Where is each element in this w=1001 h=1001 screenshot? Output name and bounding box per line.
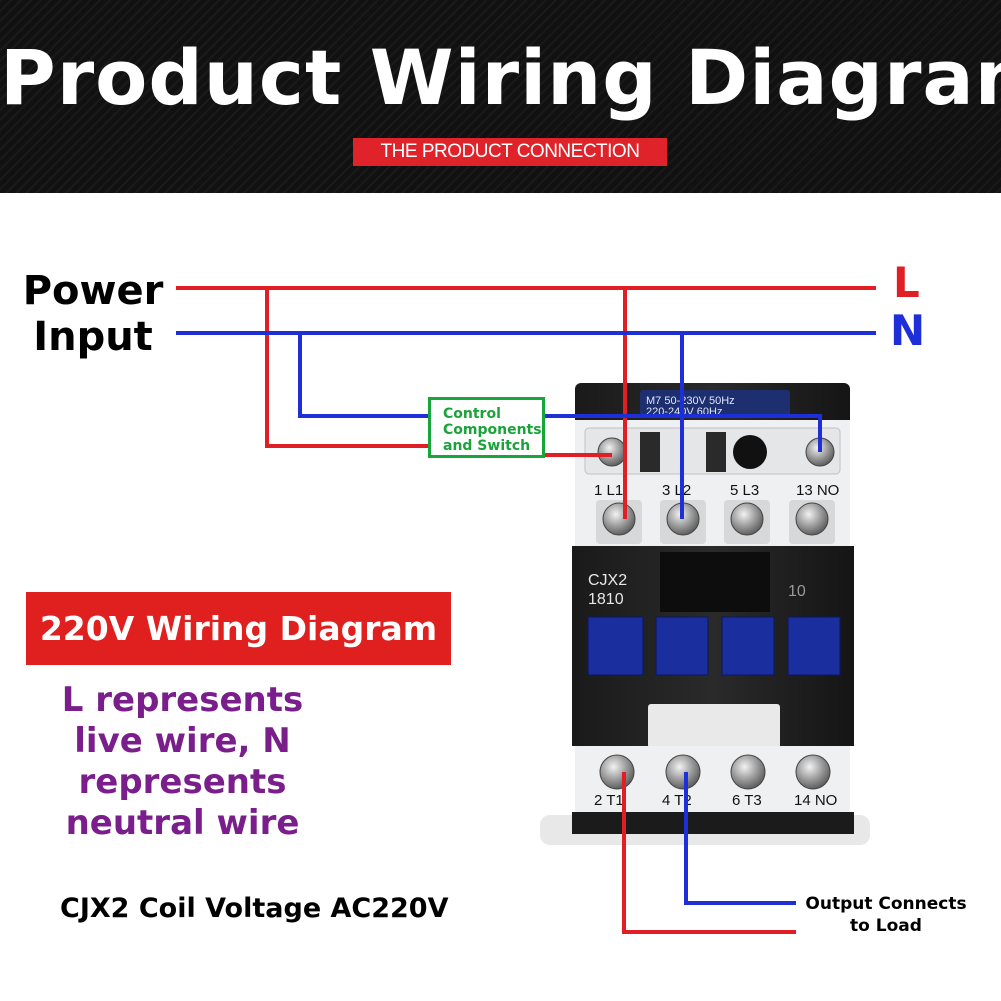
contactor: M7 50-230V 50Hz 220-240V 60Hz 1 L1 3 L2 … <box>540 383 870 845</box>
control-components-box: Control Components and Switch <box>428 397 545 458</box>
live-line-label: L <box>893 258 920 307</box>
model-number-line2: 1810 <box>588 591 624 608</box>
terminal-1-screw[interactable] <box>602 502 636 536</box>
neutral-line-label: N <box>890 306 926 355</box>
terminal-label-6: 6 T3 <box>732 792 762 809</box>
control-components-label: Control Components and Switch <box>443 406 542 454</box>
coil-nameplate <box>640 390 790 418</box>
terminal-2-screw[interactable] <box>599 754 635 790</box>
center-recess <box>660 552 770 612</box>
live-wire-to-control <box>265 288 430 448</box>
terminal-6-screw[interactable] <box>730 754 766 790</box>
terminal-label-3: 3 L2 <box>662 482 691 499</box>
header-subtitle: THE PRODUCT CONNECTION <box>353 138 667 166</box>
nameplate-text: M7 50-230V 50Hz <box>646 395 735 407</box>
wiring-diagram-banner: 220V Wiring Diagram <box>26 592 451 665</box>
wiring-diagram-banner-text: 220V Wiring Diagram <box>39 609 438 648</box>
output-live-wire <box>622 772 796 934</box>
blue-indicator-1 <box>587 616 644 676</box>
model-number-line1: CJX2 <box>588 572 627 589</box>
blue-indicator-3 <box>721 616 775 676</box>
top-slot <box>706 432 726 472</box>
top-slot <box>640 432 660 472</box>
output-load-label: Output Connects to Load <box>805 894 967 936</box>
terminal-5-screw[interactable] <box>730 502 764 536</box>
coil-voltage-label: CJX2 Coil Voltage AC220V <box>60 893 449 924</box>
blue-indicator-4 <box>787 616 841 676</box>
neutral-wire-to-coil-a2 <box>545 414 822 452</box>
terminal-label-5: 5 L3 <box>730 482 759 499</box>
power-input-label: Power Input <box>22 268 164 360</box>
terminal-14-screw[interactable] <box>795 754 831 790</box>
coil-terminal-a1-screw[interactable] <box>597 437 627 467</box>
blue-indicator-2 <box>655 616 709 676</box>
header-banner: Product Wiring Diagram THE PRODUCT CONNE… <box>0 0 1001 193</box>
contactor-base <box>572 812 854 834</box>
neutral-wire-to-control <box>298 333 430 418</box>
page-title: Product Wiring Diagram <box>0 33 1001 122</box>
terminal-label-1: 1 L1 <box>594 482 623 499</box>
wire-description: L represents live wire, N represents neu… <box>61 680 304 843</box>
aux-contact-marking: 10 <box>788 583 806 600</box>
front-label-plate <box>648 704 780 748</box>
terminal-label-14: 14 NO <box>794 792 837 809</box>
terminal-13-screw[interactable] <box>795 502 829 536</box>
terminal-label-2: 2 T1 <box>594 792 624 809</box>
output-neutral-wire <box>684 772 796 905</box>
indicator-window <box>733 435 767 469</box>
terminal-label-13: 13 NO <box>796 482 839 499</box>
terminal-4-screw[interactable] <box>665 754 701 790</box>
